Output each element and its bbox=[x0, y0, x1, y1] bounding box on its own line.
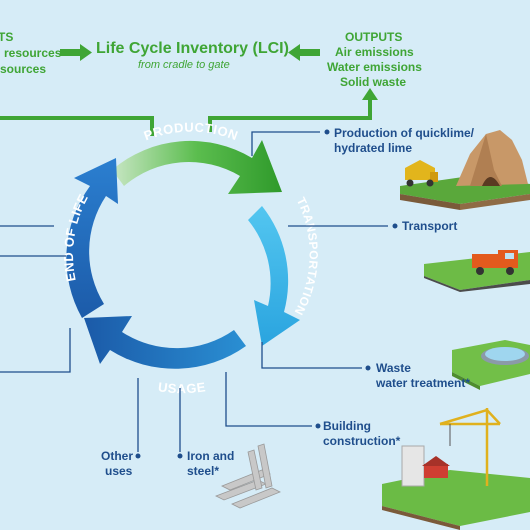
production-segment bbox=[112, 140, 282, 194]
callout-other-line2: uses bbox=[105, 464, 133, 478]
diagram-subtitle: from cradle to gate bbox=[138, 59, 230, 71]
callout-quicklime-line2: hydrated lime bbox=[334, 141, 413, 155]
up-arrow-head bbox=[362, 88, 378, 100]
title-arrow-left bbox=[60, 44, 92, 61]
inputs-item-2: sources bbox=[0, 62, 47, 76]
inputs-item-1: resources bbox=[4, 46, 62, 60]
svg-text:PRODUCTION: PRODUCTION bbox=[142, 120, 241, 144]
outputs-item-air: Air emissions bbox=[335, 45, 414, 59]
construction-illustration bbox=[382, 408, 530, 530]
diagram-title: Life Cycle Inventory (LCI) bbox=[96, 40, 289, 57]
callout-iron-line1: Iron and bbox=[187, 449, 235, 463]
end-of-life-segment bbox=[66, 158, 118, 318]
usage-segment bbox=[84, 316, 246, 369]
callout-building-line1: Building bbox=[323, 419, 371, 433]
title-arrow-right bbox=[288, 44, 320, 61]
callout-waste-line2: water treatment* bbox=[376, 376, 471, 390]
callout-dots bbox=[135, 129, 398, 459]
callout-other-line1: Other bbox=[101, 449, 134, 463]
outputs-item-water: Water emissions bbox=[327, 60, 422, 74]
stage-usage-label: USAGE bbox=[157, 379, 206, 396]
callout-waste-line1: Waste bbox=[376, 361, 411, 375]
svg-text:USAGE: USAGE bbox=[157, 379, 206, 396]
inputs-heading: TS bbox=[0, 30, 14, 44]
callout-iron-line2: steel* bbox=[187, 464, 220, 478]
cycle-ring bbox=[66, 140, 300, 369]
truck-illustration bbox=[424, 250, 530, 292]
quarry-illustration bbox=[400, 130, 530, 210]
callout-quicklime-line1: Production of quicklime/ bbox=[334, 126, 475, 140]
svg-text:TRANSPORTATION: TRANSPORTATION bbox=[292, 195, 321, 318]
stage-transportation-label: TRANSPORTATION bbox=[292, 195, 321, 318]
transportation-segment bbox=[248, 206, 300, 346]
callout-building-line2: construction* bbox=[323, 434, 401, 448]
outputs-item-solid: Solid waste bbox=[340, 75, 407, 89]
callout-transport: Transport bbox=[402, 219, 458, 233]
steel-beams-illustration bbox=[215, 443, 281, 509]
outputs-heading: OUTPUTS bbox=[345, 30, 403, 44]
callout-lines bbox=[0, 131, 388, 452]
stage-production-label: PRODUCTION bbox=[142, 120, 240, 144]
top-connectors bbox=[0, 100, 372, 136]
wastewater-illustration bbox=[452, 340, 530, 390]
